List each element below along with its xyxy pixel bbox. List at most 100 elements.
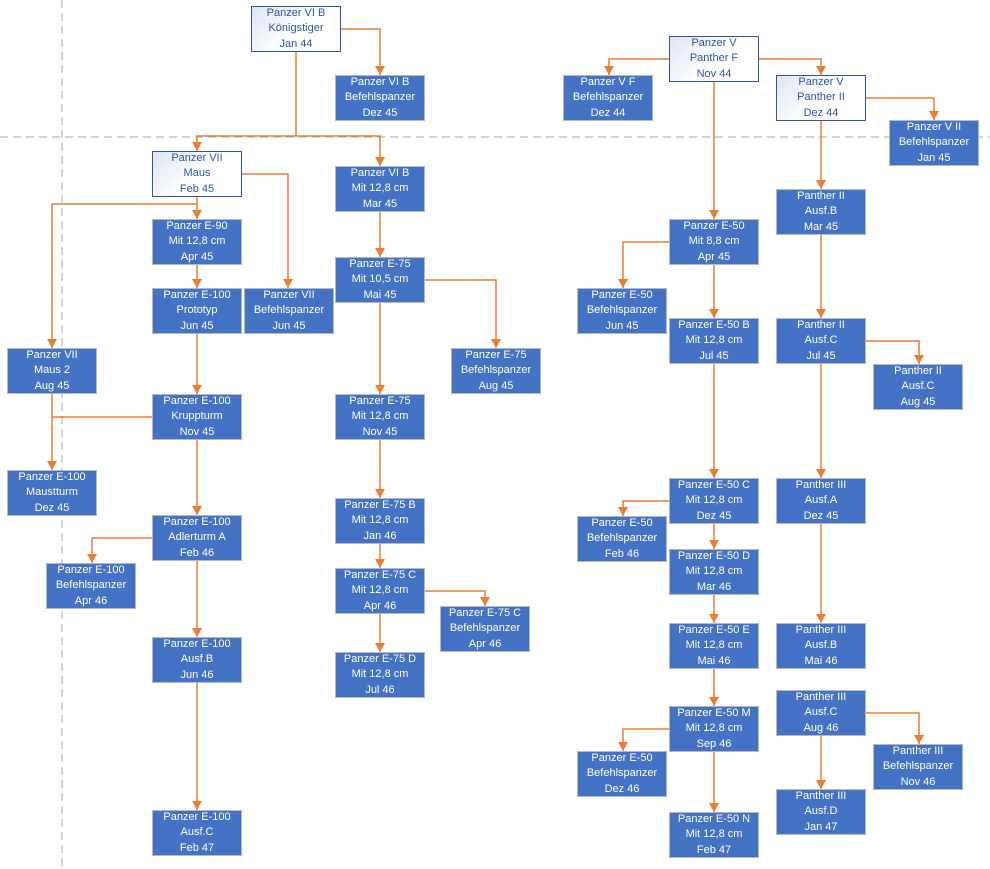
node-line: Panther II <box>797 189 845 202</box>
node-line: Panzer V <box>691 36 737 49</box>
node-line: Feb 46 <box>179 546 215 559</box>
node-line: Panther III <box>795 690 847 703</box>
node-line: Ausf.D <box>804 805 838 818</box>
node-line: Panzer V <box>798 75 844 88</box>
node-line: Feb 46 <box>604 547 640 560</box>
node-line: Aug 45 <box>900 395 936 408</box>
node-line: Mai 45 <box>363 288 397 301</box>
node-line: Jun 46 <box>180 668 214 681</box>
node-line: Jun 45 <box>272 319 306 332</box>
node-line: Mit 12,8 cm <box>685 334 743 347</box>
connector <box>87 537 152 563</box>
node-line: Panther III <box>892 744 944 757</box>
node-line: Panzer E-75 <box>349 394 411 407</box>
node-line: Panzer E-50 D <box>677 549 751 562</box>
node-line: Panther II <box>797 91 845 104</box>
node-line: Panzer E-75 C <box>448 606 522 619</box>
node-line: Panzer VI B <box>350 166 410 179</box>
node-line: Feb 45 <box>179 182 215 195</box>
connector <box>47 203 197 348</box>
node-line: Panzer E-100 <box>163 810 231 823</box>
node-line: Befehlspanzer <box>449 622 521 635</box>
node-line: Befehlspanzer <box>344 91 416 104</box>
node-line: Aug 45 <box>34 379 70 392</box>
node-line: Panzer E-75 B <box>344 498 416 511</box>
connector <box>866 340 924 364</box>
node-line: Mit 12,8 cm <box>351 410 409 423</box>
node-line: Nov 44 <box>696 67 732 80</box>
node-line: Panther II <box>894 364 942 377</box>
node-line: Mar 45 <box>362 197 398 210</box>
node-line: Mit 12,8 cm <box>168 235 226 248</box>
node-line: Befehlspanzer <box>55 579 127 592</box>
node-line: Panzer E-75 <box>465 348 527 361</box>
node-line: Mai 46 <box>804 654 838 667</box>
node-line: Panzer VI B <box>350 75 410 88</box>
connector <box>425 590 490 606</box>
node-line: Panzer E-50 M <box>677 706 751 719</box>
node-p2: Panzer V Panther II Dez 44 <box>776 75 866 121</box>
node-line: Panther III <box>795 478 847 491</box>
node-line: Panther III <box>795 789 847 802</box>
node-line: Dez 44 <box>803 106 839 119</box>
node-line: Panzer E-100 <box>163 515 231 528</box>
node-line: Maustturm <box>26 486 78 499</box>
node-line: Panzer E-100 <box>18 470 86 483</box>
connector <box>192 51 297 151</box>
node-line: Panther F <box>689 52 739 65</box>
node-line: Mit 12,8 cm <box>351 182 409 195</box>
node-line: Panther II <box>797 318 845 331</box>
node-line: Panzer E-90 <box>166 219 228 232</box>
node-line: Panzer E-50 <box>591 516 653 529</box>
node-line: Jul 45 <box>806 349 836 362</box>
node-line: Panzer E-50 C <box>677 478 751 491</box>
node-line: Panzer E-75 C <box>343 568 417 581</box>
node-line: Panzer VI B <box>266 6 326 19</box>
node-line: Kruppturm <box>171 410 223 423</box>
node-line: Jul 45 <box>699 349 729 362</box>
node-line: Befehlspanzer <box>586 532 658 545</box>
node-line: Nov 45 <box>362 425 398 438</box>
node-line: Mit 12,8 cm <box>685 639 743 652</box>
node-line: Jun 45 <box>180 319 214 332</box>
node-line: Befehlspanzer <box>253 304 325 317</box>
node-line: Jan 45 <box>917 151 951 164</box>
node-line: Mit 12,8 cm <box>685 565 743 578</box>
node-line: Panzer E-50 N <box>677 812 751 825</box>
connector <box>425 279 501 348</box>
node-line: Ausf.C <box>804 706 838 719</box>
node-line: Aug 45 <box>478 379 514 392</box>
node-line: Mit 8,8 cm <box>688 235 740 248</box>
node-line: Mar 46 <box>696 580 732 593</box>
node-line: Ausf.A <box>804 494 838 507</box>
node-line: Mar 45 <box>803 220 839 233</box>
node-line: Nov 46 <box>900 775 936 788</box>
node-line: Apr 46 <box>363 599 397 612</box>
node-line: Panzer E-100 <box>57 563 125 576</box>
node-line: Jun 45 <box>605 319 639 332</box>
node-line: Panzer E-100 <box>163 637 231 650</box>
node-line: Mit 12,8 cm <box>685 722 743 735</box>
node-line: Jan 46 <box>363 529 397 542</box>
node-line: Ausf.B <box>804 639 838 652</box>
node-line: Befehlspanzer <box>460 364 532 377</box>
node-line: Panzer E-50 E <box>678 623 750 636</box>
